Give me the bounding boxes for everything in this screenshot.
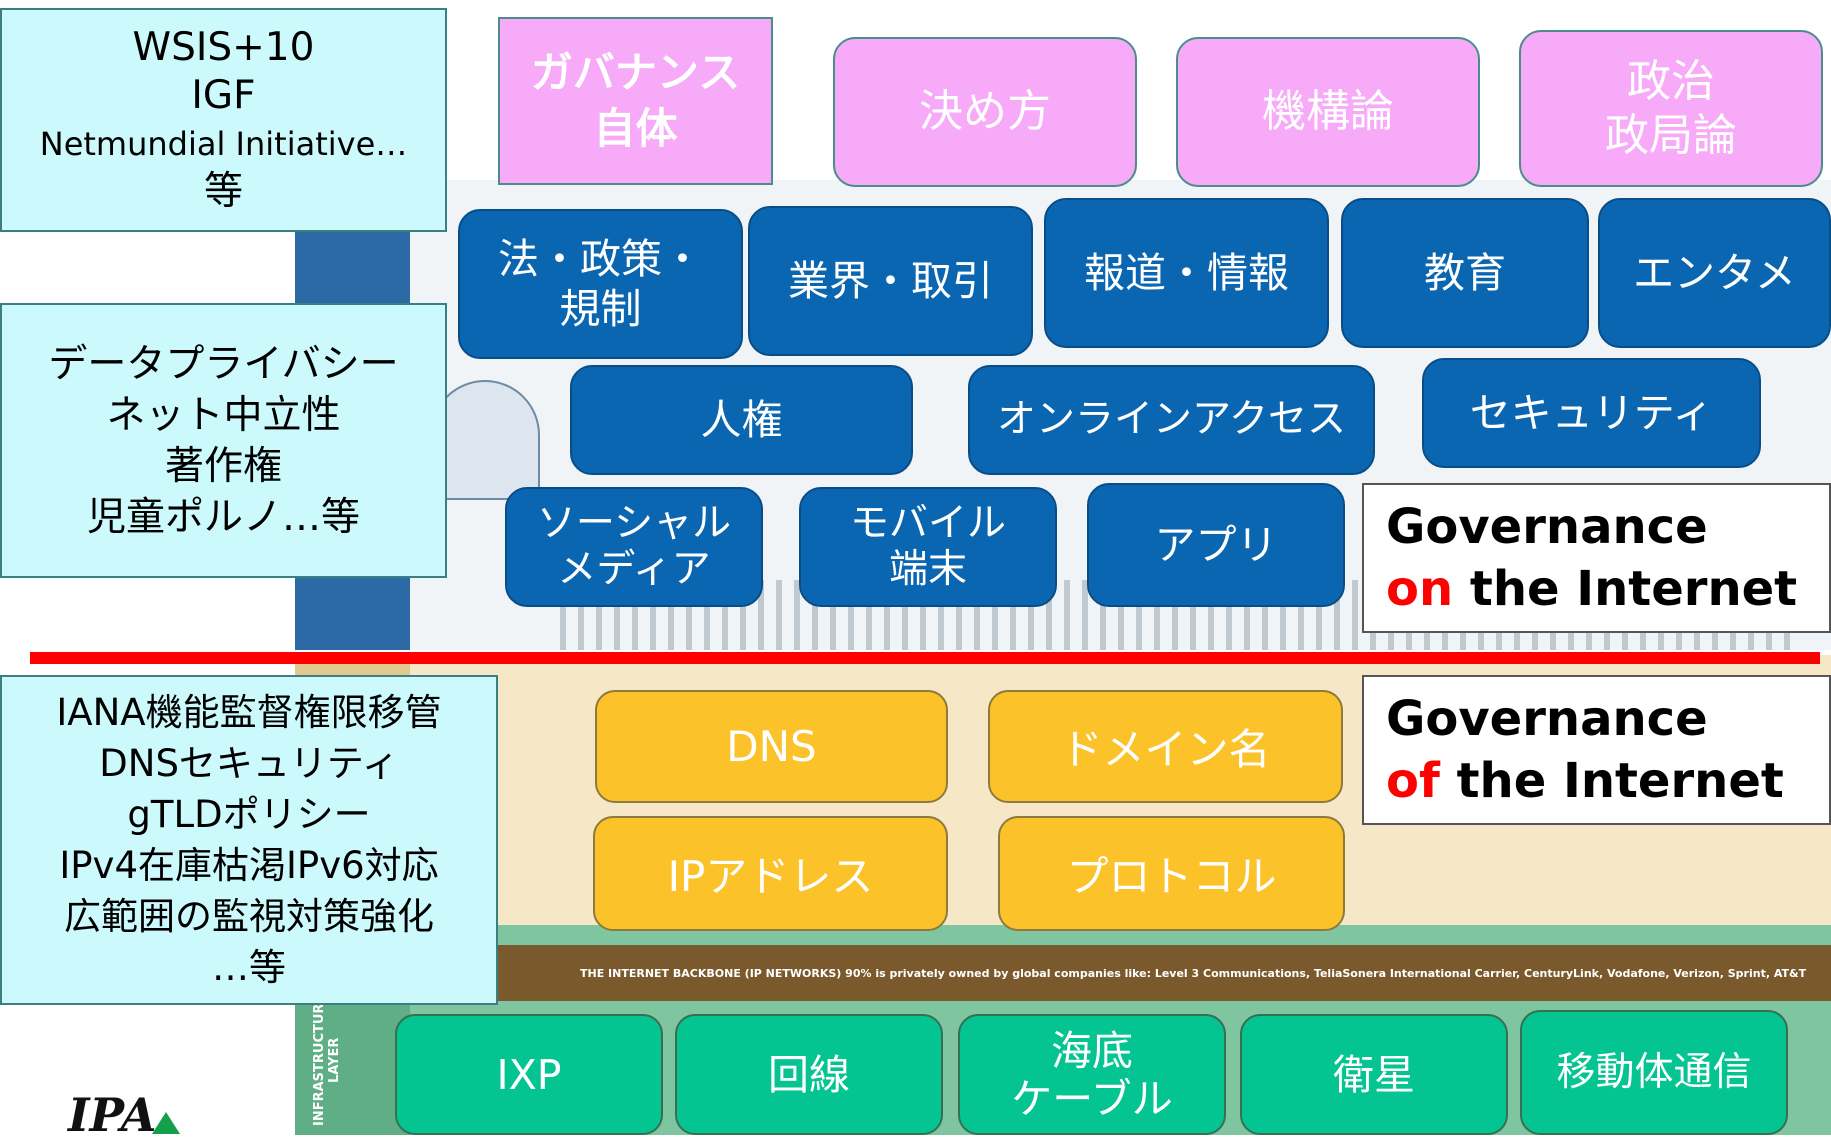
- news-box: 報道・情報: [1044, 198, 1329, 348]
- infrastructure-layer-label: INFRASTRUCTURE LAYER: [312, 994, 342, 1126]
- satellite-box: 衛星: [1240, 1014, 1508, 1135]
- issues-on-internet-note: データプライバシー ネット中立性 著作権 児童ポルノ…等: [0, 303, 447, 578]
- app-box: アプリ: [1087, 483, 1345, 607]
- governance-itself-box: ガバナンス 自体: [498, 17, 773, 185]
- forums-note: WSIS+10 IGF Netmundial Initiative… 等: [0, 8, 447, 232]
- security-box: セキュリティ: [1422, 358, 1761, 468]
- submarine-cable-box: 海底 ケーブル: [958, 1014, 1226, 1135]
- ip-address-box: IPアドレス: [593, 816, 948, 931]
- governance-of-label: Governance of the Internet: [1362, 675, 1831, 825]
- label-line: Governance: [1386, 691, 1708, 747]
- governance-on-label: Governance on the Internet: [1362, 483, 1831, 633]
- politics-box: 政治 政局論: [1519, 30, 1823, 187]
- backbone-banner: THE INTERNET BACKBONE (IP NETWORKS) 90% …: [410, 945, 1831, 1001]
- note-line: ネット中立性: [106, 392, 341, 438]
- online-access-box: オンラインアクセス: [968, 365, 1375, 475]
- label-emphasis: of: [1386, 753, 1440, 809]
- note-line: 広範囲の監視対策強化: [64, 895, 434, 938]
- ixp-box: IXP: [395, 1014, 663, 1135]
- box-line: 自体: [593, 104, 678, 153]
- box-line: 法・政策・: [498, 235, 703, 283]
- mobile-communication-box: 移動体通信: [1520, 1010, 1788, 1135]
- note-line: …等: [212, 946, 286, 989]
- label-emphasis: on: [1386, 561, 1454, 617]
- label-line: Governance: [1386, 499, 1708, 555]
- box-line: 規制: [559, 285, 642, 333]
- note-line: データプライバシー: [48, 341, 399, 387]
- dns-box: DNS: [595, 690, 948, 803]
- line-box: 回線: [675, 1014, 943, 1135]
- entertainment-box: エンタメ: [1598, 198, 1831, 348]
- mobile-device-box: モバイル 端末: [799, 487, 1057, 607]
- layer-divider: [30, 652, 1820, 664]
- box-line: ソーシャル: [536, 501, 732, 546]
- protocol-box: プロトコル: [998, 816, 1345, 931]
- industry-box: 業界・取引: [748, 206, 1033, 356]
- label-rest: the Internet: [1453, 561, 1798, 617]
- note-line: gTLDポリシー: [127, 793, 371, 836]
- box-line: 政局論: [1605, 109, 1737, 161]
- note-line: WSIS+10: [132, 25, 315, 70]
- label-rest: the Internet: [1439, 753, 1784, 809]
- ipa-logo-mark-icon: [152, 1112, 180, 1134]
- box-line: 政治: [1627, 55, 1715, 107]
- institution-box: 機構論: [1176, 37, 1480, 187]
- note-line: IANA機能監督権限移管: [56, 691, 442, 734]
- box-line: 海底: [1051, 1026, 1133, 1075]
- social-media-box: ソーシャル メディア: [505, 487, 763, 607]
- box-line: モバイル: [849, 501, 1006, 546]
- note-line: 著作権: [164, 443, 282, 489]
- note-line: 児童ポルノ…等: [86, 494, 360, 540]
- label-line: on the Internet: [1386, 558, 1829, 620]
- note-line: DNSセキュリティ: [99, 742, 399, 785]
- box-line: 端末: [888, 547, 967, 592]
- human-rights-box: 人権: [570, 365, 913, 475]
- issues-of-internet-note: IANA機能監督権限移管 DNSセキュリティ gTLDポリシー IPv4在庫枯渇…: [0, 675, 498, 1005]
- note-line: Netmundial Initiative…: [39, 125, 408, 163]
- education-box: 教育: [1341, 198, 1589, 348]
- ipa-logo: IPA: [68, 1088, 157, 1142]
- box-line: ガバナンス: [530, 48, 741, 97]
- domain-name-box: ドメイン名: [988, 690, 1343, 803]
- box-line: メディア: [557, 547, 711, 592]
- decision-making-box: 決め方: [833, 37, 1137, 187]
- note-line: IGF: [191, 73, 256, 118]
- box-line: ケーブル: [1011, 1074, 1173, 1123]
- label-line: of the Internet: [1386, 750, 1829, 812]
- note-line: 等: [203, 169, 243, 214]
- note-line: IPv4在庫枯渇IPv6対応: [59, 844, 439, 887]
- law-policy-box: 法・政策・ 規制: [458, 209, 743, 359]
